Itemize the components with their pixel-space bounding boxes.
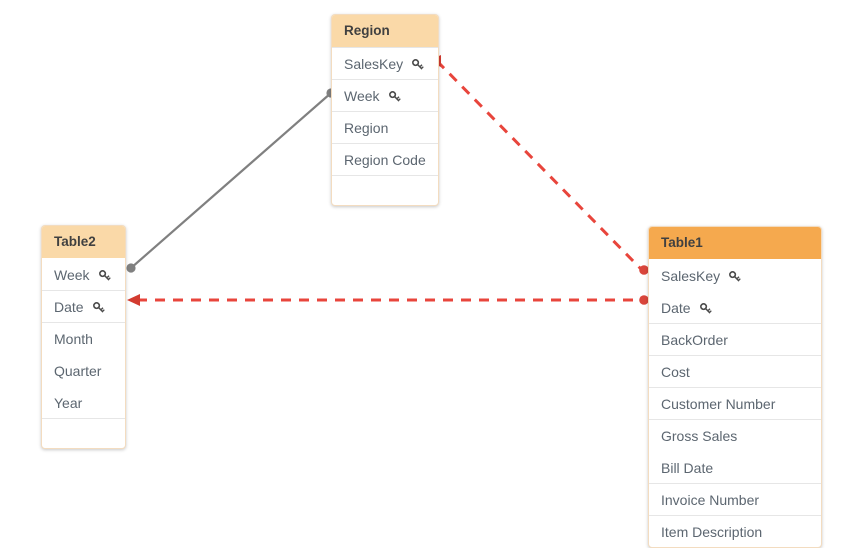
link-arrowhead-table2-date [127, 294, 140, 306]
key-icon [699, 302, 713, 316]
field-label: Date [54, 298, 84, 315]
field-label: Month [54, 330, 93, 347]
table-row[interactable]: Item Description [649, 515, 821, 547]
link-line-red-1 [435, 59, 643, 271]
table-row[interactable]: Bill Date [649, 451, 821, 483]
field-label: Date [661, 299, 691, 316]
field-label: Invoice Number [661, 491, 760, 508]
table-title-region[interactable]: Region [332, 15, 438, 47]
table-row[interactable]: Month [42, 322, 125, 354]
table-row[interactable]: Invoice Number [649, 483, 821, 515]
link-table2-date-table1-date[interactable] [127, 294, 649, 306]
field-label: Customer Number [661, 395, 776, 412]
table-title-table2[interactable]: Table2 [42, 226, 125, 258]
field-label: BackOrder [661, 331, 728, 348]
field-label: Week [344, 87, 380, 104]
table-row[interactable]: Week [42, 258, 125, 290]
table-row[interactable]: Region [332, 111, 438, 143]
table-row[interactable]: Customer Number [649, 387, 821, 419]
field-label: SalesKey [661, 267, 721, 284]
field-label: Gross Sales [661, 427, 738, 444]
field-label: Bill Date [661, 459, 714, 476]
field-label: SalesKey [344, 55, 404, 72]
field-label: Item Description [661, 523, 763, 540]
field-label: Region [344, 119, 389, 136]
table-row[interactable]: Year [42, 386, 125, 418]
field-label: Region Code [344, 151, 426, 168]
field-label: Cost [661, 363, 690, 380]
link-endpoint-dot-table2-week [126, 263, 136, 273]
key-icon [388, 90, 402, 104]
field-label: Quarter [54, 362, 102, 379]
field-label: Week [54, 266, 90, 283]
link-region-saleskey-table1-saleskey[interactable] [428, 55, 649, 275]
field-label: Year [54, 394, 83, 411]
key-icon [411, 58, 425, 72]
key-icon [98, 269, 112, 283]
table-row-blank[interactable] [42, 418, 125, 448]
table-row[interactable]: Quarter [42, 354, 125, 386]
table-row[interactable]: Region Code [332, 143, 438, 175]
table-row[interactable]: Date [649, 291, 821, 323]
table-row[interactable]: Gross Sales [649, 419, 821, 451]
table-row[interactable]: SalesKey [649, 259, 821, 291]
table-row[interactable]: BackOrder [649, 323, 821, 355]
table-row-blank[interactable] [332, 175, 438, 205]
table-row[interactable]: SalesKey [332, 47, 438, 79]
table-row[interactable]: Week [332, 79, 438, 111]
key-icon [92, 301, 106, 315]
key-icon [728, 270, 742, 284]
link-table2-week-region-week[interactable] [126, 88, 336, 273]
table-title-table1[interactable]: Table1 [649, 227, 821, 259]
link-line-grey [130, 92, 332, 269]
table-row[interactable]: Date [42, 290, 125, 322]
table-row[interactable]: Cost [649, 355, 821, 387]
